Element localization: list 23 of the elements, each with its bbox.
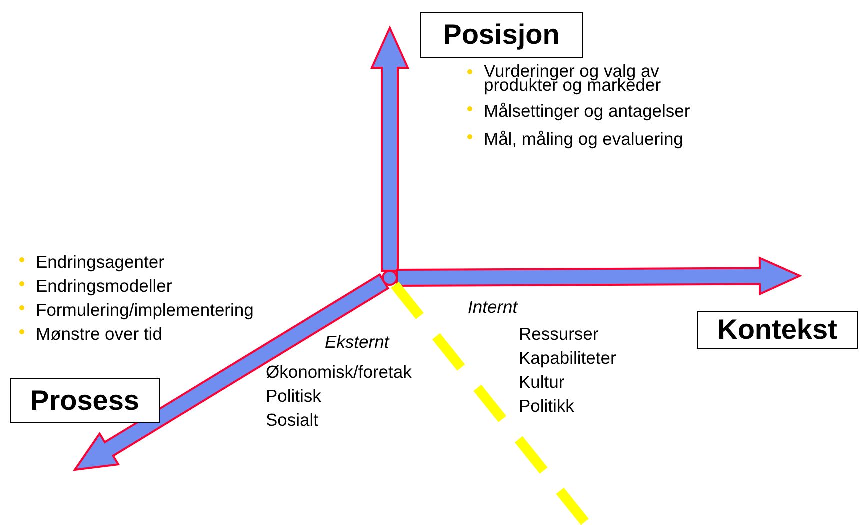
list-text: Politisk [266, 386, 322, 406]
heading-text: Eksternt [325, 332, 390, 352]
list-text: Kapabiliteter [519, 348, 616, 368]
axis-label-box: Posisjon [420, 12, 583, 58]
bullet-text: Formulering/implementering [36, 300, 254, 320]
list-text: Ressurser [519, 324, 599, 344]
list-text: Økonomisk/foretak [266, 362, 412, 382]
bullet-text: Mønstre over tid [36, 324, 162, 344]
list-text: Sosialt [266, 410, 319, 430]
arrow [72, 273, 390, 472]
heading-text: Internt [468, 297, 518, 317]
bullet-text: Mål, måling og evaluering [484, 129, 684, 149]
bullet-text: Endringsagenter [36, 252, 164, 272]
arrow [370, 26, 410, 272]
list-text: Politikk [519, 396, 574, 416]
axis-label-box: Kontekst [697, 311, 858, 349]
list-text: Kultur [519, 372, 565, 392]
arrow [396, 256, 802, 296]
bullet-text: Målsettinger og antagelser [484, 101, 690, 121]
divider-line [391, 282, 589, 525]
center-circle [382, 270, 398, 286]
bullet-text: Endringsmodeller [36, 276, 172, 296]
axis-label-box: Prosess [10, 378, 160, 423]
